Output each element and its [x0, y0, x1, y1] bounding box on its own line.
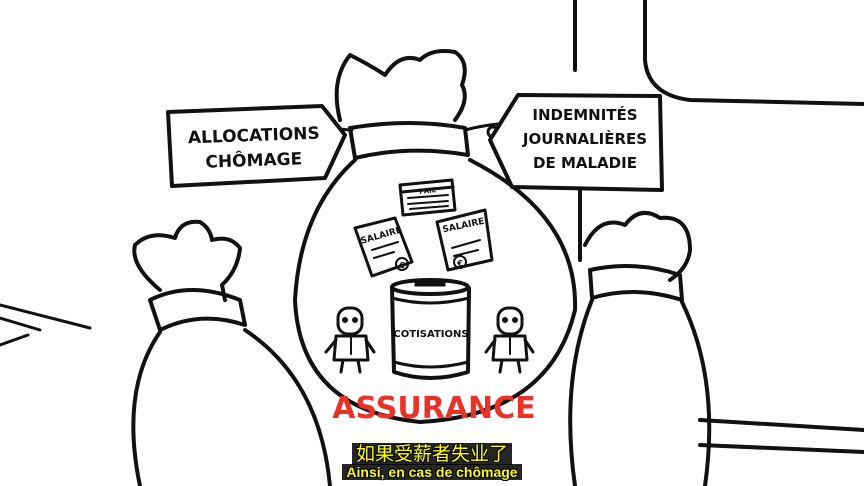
right-tag — [488, 93, 664, 192]
left-tag-line-1: ALLOCATIONS — [188, 124, 320, 149]
left-tag-line-2: CHÔMAGE — [205, 147, 303, 172]
currency-symbol-left: € — [398, 261, 405, 270]
left-tag — [166, 104, 347, 188]
subtitle-chinese-text: 如果受薪者失业了 — [351, 443, 512, 465]
right-tag-line-3: DE MALADIE — [533, 154, 637, 172]
background-pillar — [578, 178, 864, 454]
calendar-label: PAIE — [419, 186, 437, 196]
assurance-title: ASSURANCE — [332, 391, 535, 426]
left-money-bag — [131, 219, 332, 486]
right-tag-line-2: JOURNALIÈRES — [522, 129, 647, 148]
right-money-bag — [568, 210, 712, 486]
person-left — [324, 306, 376, 374]
right-tag-string — [463, 122, 500, 132]
subtitle-chinese: 如果受薪者失业了 — [0, 439, 864, 466]
background-frame — [573, 0, 864, 106]
payslip-right-icon — [435, 208, 494, 272]
payslip-left-icon — [353, 216, 414, 278]
arrow-fragment — [0, 303, 92, 347]
right-tag-line-1: INDEMNITÉS — [532, 105, 637, 124]
contribution-can — [390, 278, 471, 380]
main-money-bag[interactable] — [293, 49, 578, 424]
subtitle-french: Ainsi, en cas de chômage — [0, 464, 864, 480]
person-right — [484, 306, 535, 374]
calendar-icon — [398, 178, 457, 217]
can-label: COTISATIONS — [393, 329, 468, 340]
subtitle-french-text: Ainsi, en cas de chômage — [342, 464, 522, 480]
currency-symbol-right: € — [456, 259, 463, 268]
